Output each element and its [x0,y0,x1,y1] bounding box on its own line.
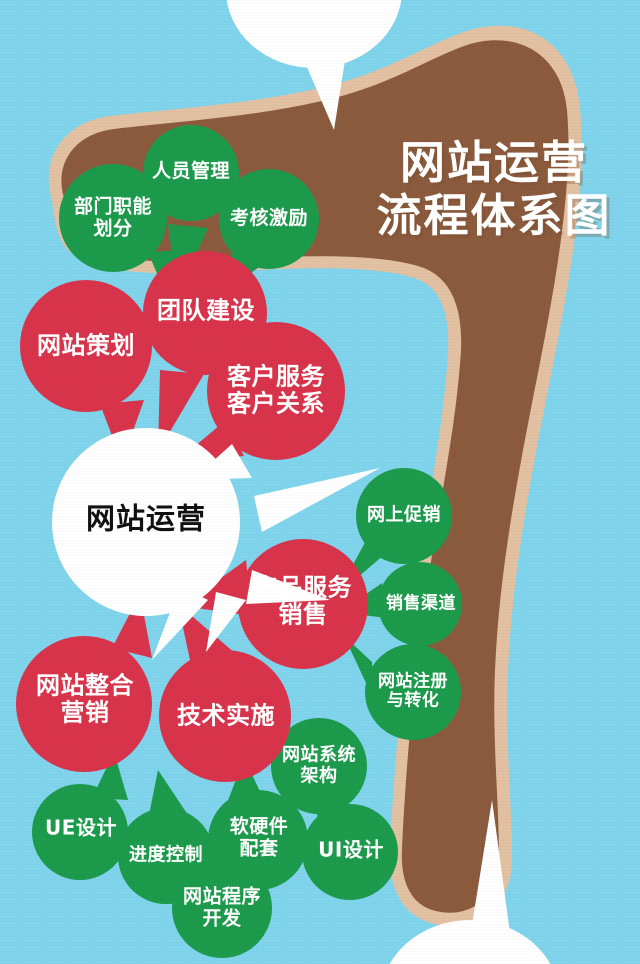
bubble-ue-design[interactable] [32,752,128,880]
center-hub[interactable] [52,428,380,660]
bubble-website-planning[interactable] [20,280,152,462]
bubble-technical-implementation[interactable] [159,604,291,782]
bottom-white-bubble [389,800,551,964]
bubble-website-program-development[interactable] [172,842,272,958]
top-white-bubble [226,0,402,130]
bubble-ui-design[interactable] [302,780,398,900]
bubble-site-registration-conversion[interactable] [344,636,461,740]
